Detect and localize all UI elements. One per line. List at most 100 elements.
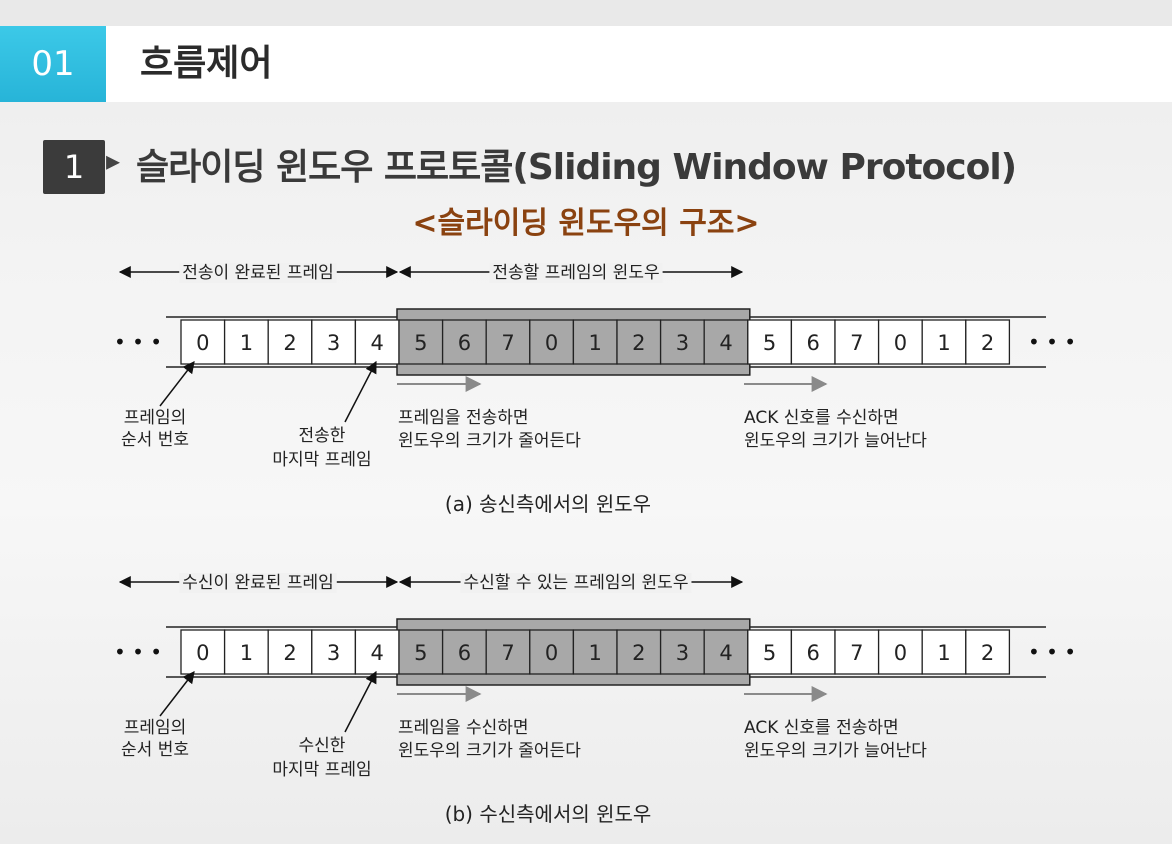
frame-number: 7 <box>501 331 514 355</box>
frame-cell <box>834 319 880 365</box>
frame-number: 3 <box>327 331 340 355</box>
frame-cell <box>180 629 226 675</box>
seq-label: 순서 번호 <box>121 740 189 760</box>
frame-cell <box>529 319 575 365</box>
frame-cell <box>398 629 444 675</box>
frame-cell <box>877 319 923 365</box>
frame-cell <box>921 629 967 675</box>
frame-cell <box>398 319 444 365</box>
frame-number: 4 <box>371 331 384 355</box>
grow-note: ACK 신호를 전송하면 <box>744 718 899 738</box>
last-frame-label: 마지막 프레임 <box>272 450 371 470</box>
section-number-badge: 1 <box>43 140 105 194</box>
frame-cell <box>485 319 531 365</box>
frame-number: 2 <box>283 331 296 355</box>
seq-pointer-arrow <box>159 671 195 717</box>
frame-cell <box>616 319 662 365</box>
frame-number: 2 <box>632 331 645 355</box>
frame-number: 0 <box>196 331 209 355</box>
last-frame-label: 전송한 <box>299 426 346 446</box>
frame-number: 1 <box>937 641 950 665</box>
frame-cell <box>354 319 400 365</box>
frame-cell <box>223 319 269 365</box>
completed-span-label: 수신이 완료된 프레임 <box>182 573 334 593</box>
completed-span-label: 전송이 완료된 프레임 <box>182 263 334 283</box>
grow-note: 윈도우의 크기가 늘어난다 <box>744 431 927 451</box>
frame-number: 2 <box>632 641 645 665</box>
seq-label: 순서 번호 <box>121 430 189 450</box>
frame-number: 4 <box>719 331 732 355</box>
frame-number: 2 <box>981 641 994 665</box>
frame-number: 1 <box>240 641 253 665</box>
frame-number: 1 <box>589 641 602 665</box>
section-arrow-icon: ▸ <box>106 144 121 177</box>
frame-cell <box>747 629 793 675</box>
shrink-note: 프레임을 전송하면 <box>398 408 529 428</box>
window-span-label: 전송할 프레임의 윈도우 <box>492 263 659 283</box>
diagram-caption: (b) 수신측에서의 윈도우 <box>445 802 652 826</box>
frame-number: 1 <box>937 331 950 355</box>
frame-cell <box>572 319 618 365</box>
window-span-label: 수신할 수 있는 프레임의 윈도우 <box>464 573 689 593</box>
frame-number: 4 <box>371 641 384 665</box>
grow-note: ACK 신호를 수신하면 <box>744 408 899 428</box>
frame-number: 5 <box>763 331 776 355</box>
span-label-bg <box>460 573 692 593</box>
frame-number: 5 <box>763 641 776 665</box>
ellipsis-right: • • • <box>1028 330 1076 354</box>
header-number: 01 <box>0 26 106 102</box>
frame-cell <box>572 629 618 675</box>
frame-number: 6 <box>458 331 471 355</box>
frame-number: 4 <box>719 641 732 665</box>
ellipsis-left: • • • <box>114 330 162 354</box>
frame-cell <box>703 319 749 365</box>
frame-number: 0 <box>545 331 558 355</box>
seq-pointer-arrow <box>159 361 195 407</box>
frame-number: 2 <box>981 331 994 355</box>
frame-number: 2 <box>283 641 296 665</box>
frame-number: 5 <box>414 641 427 665</box>
last-frame-pointer-arrow <box>344 670 377 733</box>
ellipsis-right: • • • <box>1028 640 1076 664</box>
section-title: 슬라이딩 윈도우 프로토콜(Sliding Window Protocol) <box>136 147 1017 188</box>
last-frame-label: 수신한 <box>299 736 346 756</box>
header-bar <box>0 26 1172 102</box>
frame-cell <box>703 629 749 675</box>
frame-cell <box>441 629 487 675</box>
frame-number: 0 <box>545 641 558 665</box>
seq-label: 프레임의 <box>124 408 187 428</box>
frame-number: 3 <box>676 331 689 355</box>
frame-number: 6 <box>807 641 820 665</box>
frame-cell <box>311 319 357 365</box>
seq-label: 프레임의 <box>124 718 187 738</box>
frame-cell <box>485 629 531 675</box>
frame-cell <box>965 319 1011 365</box>
frame-number: 0 <box>894 641 907 665</box>
frame-number: 1 <box>240 331 253 355</box>
grow-note: 윈도우의 크기가 늘어난다 <box>744 741 927 761</box>
frame-number: 3 <box>327 641 340 665</box>
frame-number: 1 <box>589 331 602 355</box>
frame-number: 6 <box>807 331 820 355</box>
diagram-caption: (a) 송신측에서의 윈도우 <box>445 492 651 516</box>
frame-cell <box>834 629 880 675</box>
frame-number: 7 <box>850 641 863 665</box>
frame-number: 6 <box>458 641 471 665</box>
frame-cell <box>965 629 1011 675</box>
frame-number: 3 <box>676 641 689 665</box>
frame-number: 5 <box>414 331 427 355</box>
span-label-bg <box>179 573 337 593</box>
ellipsis-left: • • • <box>114 640 162 664</box>
frame-cell <box>790 629 836 675</box>
header-title: 흐름제어 <box>140 43 273 84</box>
frame-cell <box>659 319 705 365</box>
frame-cell <box>790 319 836 365</box>
frame-number: 0 <box>894 331 907 355</box>
frame-cell <box>659 629 705 675</box>
frame-cell <box>529 629 575 675</box>
frame-number: 0 <box>196 641 209 665</box>
last-frame-pointer-arrow <box>344 360 377 423</box>
top-band <box>0 0 1172 26</box>
span-label-bg <box>179 263 337 283</box>
